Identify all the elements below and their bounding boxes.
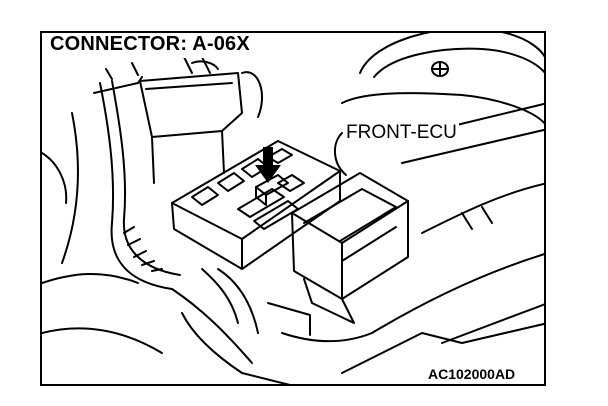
wiring-harness [42, 80, 253, 364]
down-arrow-icon [255, 147, 281, 183]
front-ecu-unit [291, 172, 409, 324]
relay-box [171, 140, 341, 270]
round-reservoir [341, 33, 544, 125]
illustration-frame: CONNECTOR: A-06X FRONT-ECU AC102000AD [40, 31, 546, 386]
front-ecu-leader-line [334, 132, 347, 176]
connector-title: CONNECTOR: A-06X [50, 33, 254, 58]
front-ecu-label: FRONT-ECU [344, 122, 459, 144]
figure-code: AC102000AD [426, 366, 518, 382]
lower-assembly [181, 268, 373, 384]
battery-block [93, 52, 263, 184]
engine-compartment-illustration [42, 33, 544, 384]
